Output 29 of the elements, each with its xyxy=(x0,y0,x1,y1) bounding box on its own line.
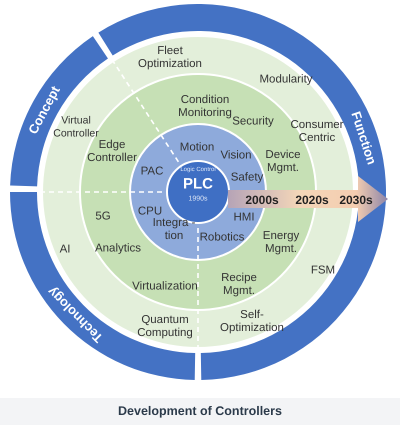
ring-label: Device Mgmt. xyxy=(264,149,302,175)
decade-label: 2030s xyxy=(339,193,373,207)
ring-label: PAC xyxy=(140,166,164,178)
ring-label: Recipe Mgmt. xyxy=(220,272,258,298)
ring-label: Safety xyxy=(230,172,264,184)
ring-label: Motion xyxy=(180,142,214,154)
ring-label: 5G xyxy=(95,210,111,224)
ring-label: Edge Controller xyxy=(86,139,138,165)
ring-label: FSM xyxy=(310,264,336,278)
ring-label: Self- Optimization xyxy=(219,309,285,335)
ring-label: Energy Mgmt. xyxy=(262,230,300,256)
ring-label: Quantum Computing xyxy=(136,314,194,340)
core-label: PLC xyxy=(183,176,213,192)
ring-label: AI xyxy=(60,244,70,256)
ring-label: Analytics xyxy=(94,242,142,256)
ring-label: HMI xyxy=(233,212,255,224)
caption: Development of Controllers xyxy=(0,398,400,425)
ring-label: Security xyxy=(232,116,274,128)
decade-label: 2020s xyxy=(295,193,329,207)
ring-label: Fleet Optimization xyxy=(137,45,203,71)
ring-label: Condition Monitoring xyxy=(177,94,232,120)
decade-label: 2000s xyxy=(245,193,279,207)
ring-label: Robotics xyxy=(200,232,244,244)
ring-label: Vision xyxy=(220,150,252,162)
ring-label: Consumer Centric xyxy=(289,119,345,145)
ring-label: Modularity xyxy=(259,74,313,86)
ring-label: CPU xyxy=(138,206,162,218)
ring-label: Integra -tion xyxy=(152,217,196,243)
ring-label: Virtualization xyxy=(132,280,198,294)
